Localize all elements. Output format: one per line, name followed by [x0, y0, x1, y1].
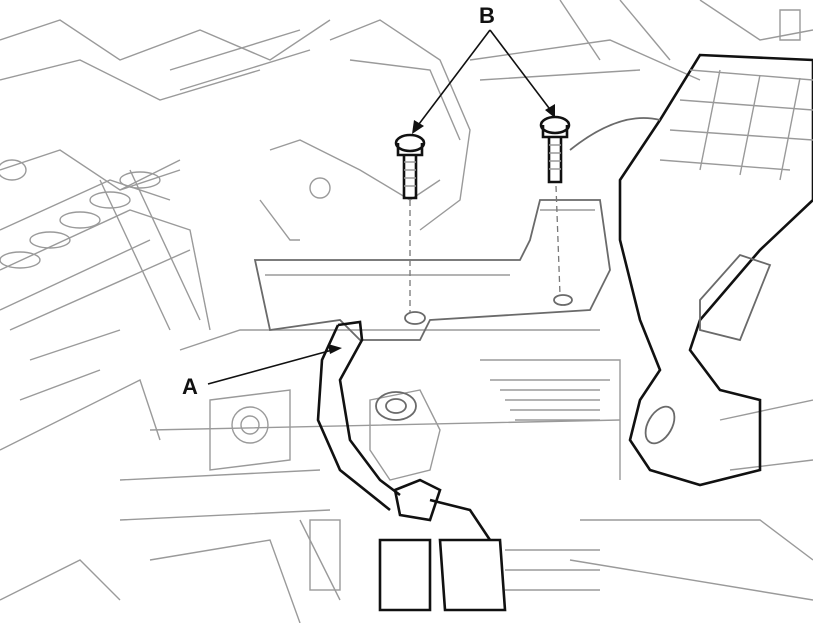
bolt-left: [394, 133, 426, 200]
mounting-bracket: [253, 185, 611, 341]
callout-label-a: A: [182, 374, 198, 399]
callout-label-b: B: [479, 3, 495, 28]
bolt-right: [539, 115, 571, 184]
callout-leaders: [207, 29, 555, 385]
cover-housing: [569, 53, 813, 487]
wire-harness: [316, 320, 600, 612]
